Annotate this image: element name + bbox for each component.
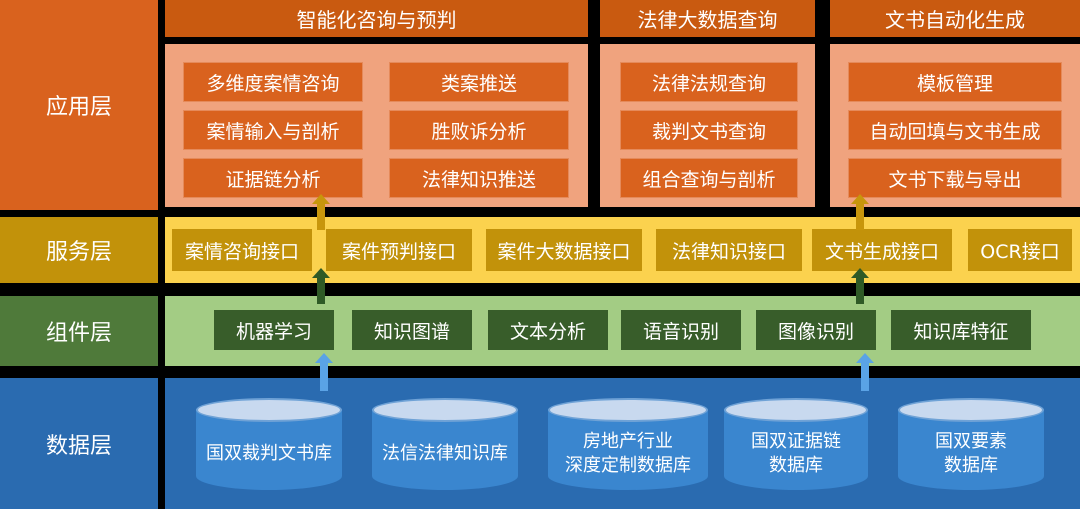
app-item-multi-dim-consult: 多维度案情咨询 bbox=[183, 62, 363, 102]
app-item-similar-case-push: 类案推送 bbox=[389, 62, 569, 102]
component-item-machine-learning: 机器学习 bbox=[214, 310, 334, 350]
database-legal-knowledge: 法信法律知识库 bbox=[372, 398, 518, 490]
component-item-speech-recognition: 语音识别 bbox=[621, 310, 741, 350]
app-group-header-bigdata: 法律大数据查询 bbox=[600, 0, 815, 37]
database-cylinder-top bbox=[372, 398, 518, 422]
app-item-win-loss-analysis: 胜败诉分析 bbox=[389, 110, 569, 150]
database-cylinder-top bbox=[548, 398, 708, 422]
arrow-up-component-to-service-right bbox=[851, 268, 869, 304]
arrow-up-service-to-app-right bbox=[851, 194, 869, 230]
arrow-up-data-to-component-left bbox=[315, 353, 333, 391]
app-item-template-mgmt: 模板管理 bbox=[848, 62, 1062, 102]
app-group-header-consult: 智能化咨询与预判 bbox=[165, 0, 588, 37]
app-item-evidence-chain: 证据链分析 bbox=[183, 158, 363, 198]
app-item-law-query: 法律法规查询 bbox=[620, 62, 798, 102]
app-group-header-docgen: 文书自动化生成 bbox=[830, 0, 1080, 37]
database-label-line1: 法信法律知识库 bbox=[382, 443, 508, 464]
arrow-up-component-to-service-left bbox=[312, 268, 330, 304]
database-cylinder-top bbox=[898, 398, 1044, 422]
app-item-case-input-analysis: 案情输入与剖析 bbox=[183, 110, 363, 150]
database-elements: 国双要素 数据库 bbox=[898, 398, 1044, 490]
app-item-auto-fill-generate: 自动回填与文书生成 bbox=[848, 110, 1062, 150]
service-band: 案情咨询接口 案件预判接口 案件大数据接口 法律知识接口 文书生成接口 OCR接… bbox=[165, 217, 1080, 283]
arrow-up-data-to-component-right bbox=[856, 353, 874, 391]
app-group-panel-consult: 多维度案情咨询 类案推送 案情输入与剖析 胜败诉分析 证据链分析 法律知识推送 bbox=[165, 44, 588, 207]
service-item-ocr-api: OCR接口 bbox=[968, 229, 1072, 271]
service-item-doc-generate-api: 文书生成接口 bbox=[812, 229, 952, 271]
component-item-image-recognition: 图像识别 bbox=[756, 310, 876, 350]
database-real-estate: 房地产行业 深度定制数据库 bbox=[548, 398, 708, 490]
component-item-text-analysis: 文本分析 bbox=[488, 310, 608, 350]
database-evidence-chain: 国双证据链 数据库 bbox=[724, 398, 868, 490]
component-item-kb-features: 知识库特征 bbox=[891, 310, 1031, 350]
service-item-legal-knowledge-api: 法律知识接口 bbox=[656, 229, 802, 271]
database-label-line1: 国双裁判文书库 bbox=[206, 443, 332, 464]
service-item-case-predict-api: 案件预判接口 bbox=[326, 229, 472, 271]
database-label-line1: 国双要素 bbox=[935, 431, 1007, 452]
app-item-legal-knowledge-push: 法律知识推送 bbox=[389, 158, 569, 198]
database-label-line2: 深度定制数据库 bbox=[565, 455, 691, 476]
layer-label-data: 数据层 bbox=[0, 378, 158, 509]
app-group-panel-docgen: 模板管理 自动回填与文书生成 文书下载与导出 bbox=[830, 44, 1080, 207]
database-label-line2: 数据库 bbox=[944, 455, 998, 476]
database-label-line1: 国双证据链 bbox=[751, 431, 841, 452]
app-group-panel-bigdata: 法律法规查询 裁判文书查询 组合查询与剖析 bbox=[600, 44, 815, 207]
database-cylinder-top bbox=[196, 398, 342, 422]
arrow-up-service-to-app-left bbox=[312, 194, 330, 230]
database-label-line2: 数据库 bbox=[769, 455, 823, 476]
layer-label-app: 应用层 bbox=[0, 0, 158, 210]
component-item-knowledge-graph: 知识图谱 bbox=[352, 310, 472, 350]
component-band: 机器学习 知识图谱 文本分析 语音识别 图像识别 知识库特征 bbox=[165, 296, 1080, 366]
service-item-case-bigdata-api: 案件大数据接口 bbox=[486, 229, 642, 271]
database-cylinder-top bbox=[724, 398, 868, 422]
app-item-judgment-query: 裁判文书查询 bbox=[620, 110, 798, 150]
app-item-combined-query: 组合查询与剖析 bbox=[620, 158, 798, 198]
database-judgment-docs: 国双裁判文书库 bbox=[196, 398, 342, 490]
layer-label-component: 组件层 bbox=[0, 296, 158, 366]
service-item-case-consult-api: 案情咨询接口 bbox=[172, 229, 312, 271]
database-label-line1: 房地产行业 bbox=[583, 431, 673, 452]
layer-label-service: 服务层 bbox=[0, 217, 158, 283]
app-item-doc-download-export: 文书下载与导出 bbox=[848, 158, 1062, 198]
